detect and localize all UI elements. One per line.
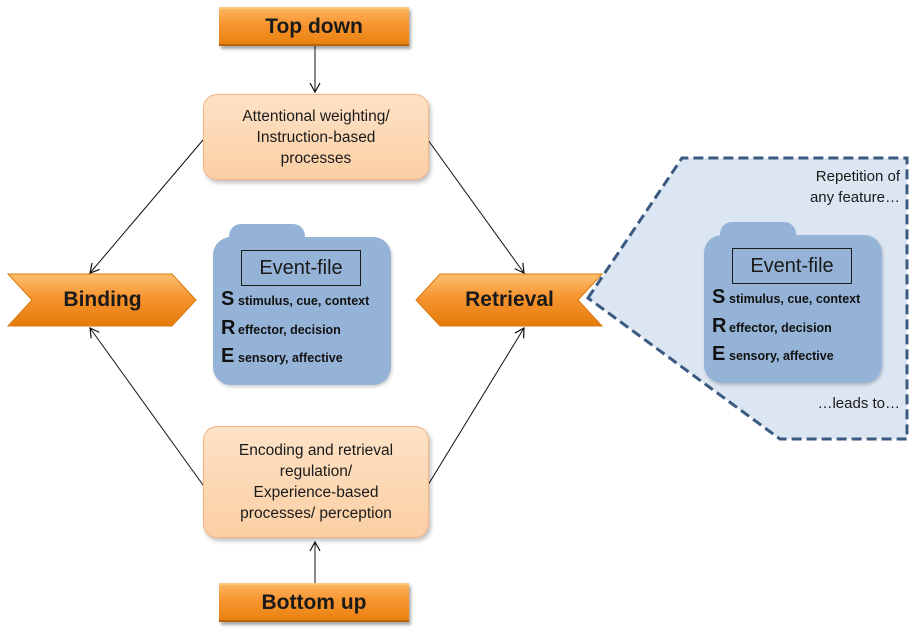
event-file-folder-callout: Event-file S stimulus, cue, context R ef… [704, 222, 884, 384]
callout-bottom-text: …leads to… [817, 395, 900, 412]
top-process-box: Attentional weighting/ Instruction-based… [203, 94, 429, 180]
retrieval-chevron [415, 273, 604, 327]
row-desc: stimulus, cue, context [729, 292, 861, 306]
bottom-process-line: Encoding and retrieval [238, 442, 394, 459]
event-file-row-s: S stimulus, cue, context [221, 288, 369, 311]
arrow-bottom-to-retrieval [427, 326, 525, 486]
bottom-process-box: Encoding and retrieval regulation/ Exper… [203, 426, 429, 538]
top-process-line: Instruction-based [256, 128, 376, 146]
bottom-process-line: processes/ perception [240, 505, 392, 522]
binding-chevron [6, 273, 197, 327]
event-file-row-r: R effector, decision [221, 317, 341, 340]
row-desc: sensory, affective [729, 349, 834, 363]
event-file-row-e: E sensory, affective [221, 345, 343, 368]
callout-top-line: Repetition of [815, 168, 900, 185]
top-process-line: Attentional weighting/ [242, 107, 390, 125]
arrow-top-to-binding [89, 139, 204, 274]
row-letter: R [712, 315, 727, 337]
top-down-box: Top down [219, 7, 409, 46]
event-file-title: Event-file [241, 250, 361, 286]
row-letter: S [221, 288, 235, 310]
arrow-bottom-to-binding [89, 326, 204, 486]
event-file-row-s: S stimulus, cue, context [712, 286, 860, 309]
event-file-row-e: E sensory, affective [712, 343, 834, 366]
row-desc: sensory, affective [238, 351, 343, 365]
row-desc: effector, decision [238, 323, 341, 337]
callout-top-line: any feature… [809, 189, 900, 206]
bottom-process-line: Experience-based [253, 484, 379, 501]
callout-top-text: Repetition of any feature… [760, 166, 900, 208]
row-letter: S [712, 286, 726, 308]
event-file-title: Event-file [732, 248, 852, 284]
arrow-top-to-retrieval [427, 139, 525, 275]
top-down-label: Top down [265, 14, 363, 38]
bottom-process-line: regulation/ [279, 463, 353, 480]
top-process-line: processes [280, 149, 352, 167]
row-desc: effector, decision [729, 321, 832, 335]
event-file-folder-center: Event-file S stimulus, cue, context R ef… [213, 224, 393, 386]
row-letter: R [221, 317, 236, 339]
retrieval-label: Retrieval [465, 288, 554, 311]
row-letter: E [712, 343, 726, 365]
row-desc: stimulus, cue, context [238, 294, 370, 308]
binding-label: Binding [63, 288, 142, 311]
bottom-up-label: Bottom up [261, 590, 367, 614]
folder-body [213, 237, 391, 385]
folder-body [704, 235, 882, 383]
event-file-row-r: R effector, decision [712, 315, 832, 338]
bottom-up-box: Bottom up [219, 583, 409, 622]
row-letter: E [221, 345, 235, 367]
